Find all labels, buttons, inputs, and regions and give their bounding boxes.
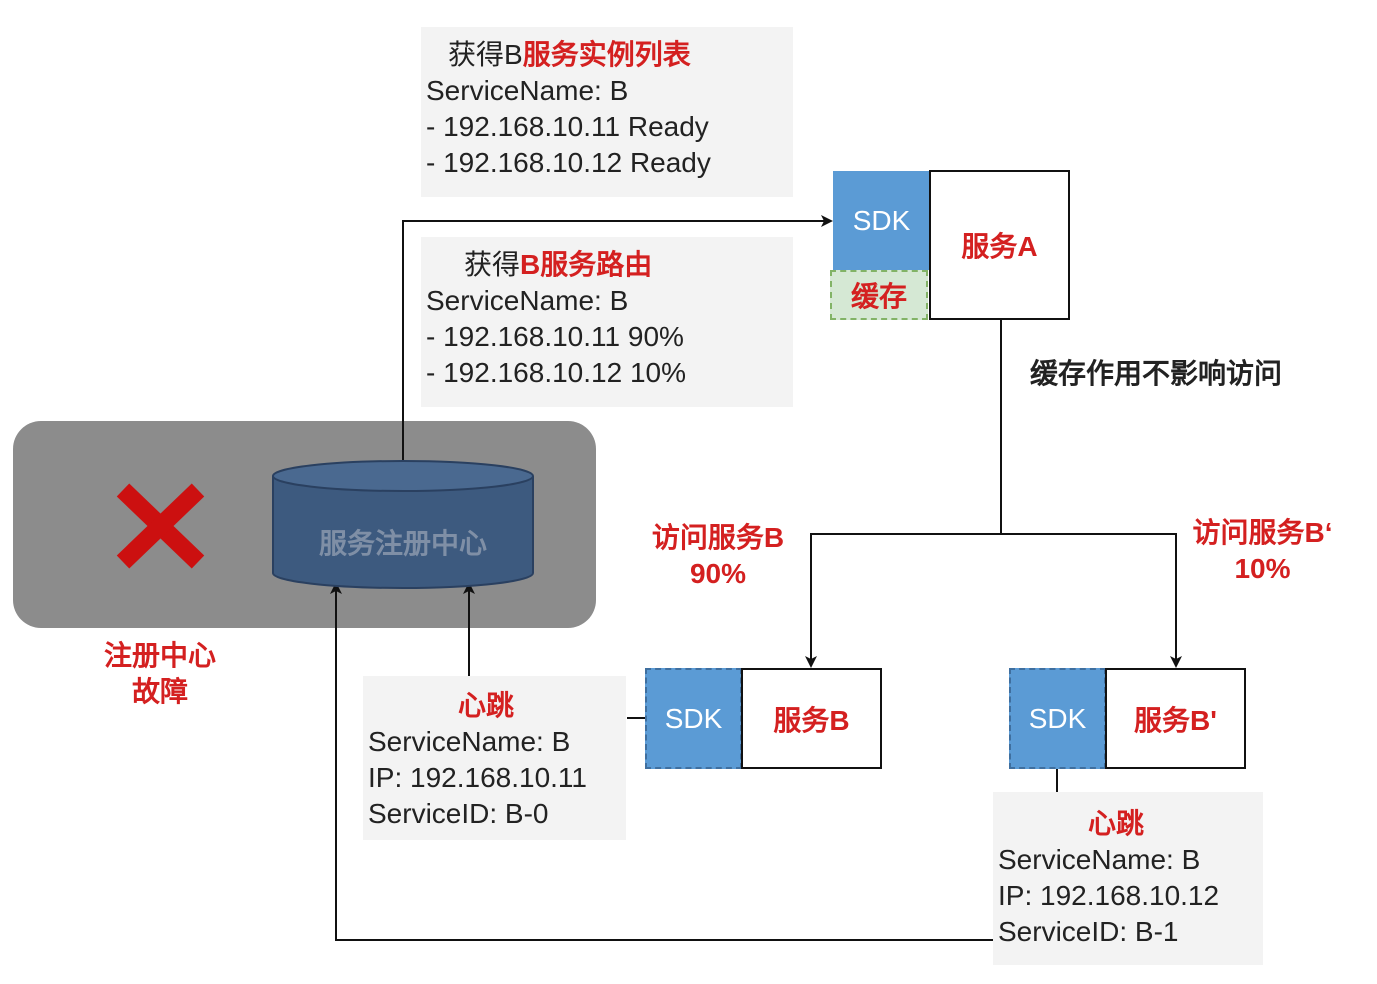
instance-list-note: 获得B服务实例列表 ServiceName: B - 192.168.10.11… xyxy=(421,27,793,197)
heartbeat-b2-note: 心跳 ServiceName: B IP: 192.168.10.12 Serv… xyxy=(993,792,1263,965)
heartbeat-b-line: IP: 192.168.10.11 xyxy=(368,762,587,793)
route-highlight: B服务路由 xyxy=(520,249,653,280)
fault-label-line1: 注册中心 xyxy=(103,640,216,671)
access-b-line2: 90% xyxy=(689,558,747,589)
fault-label-line2: 故障 xyxy=(131,676,188,707)
service-b-box: 服务B xyxy=(741,668,882,769)
cross-mark-icon xyxy=(116,483,205,569)
route-note: 获得B服务路由 ServiceName: B - 192.168.10.11 9… xyxy=(421,237,793,407)
service-a-cache: 缓存 xyxy=(830,270,928,320)
instance-list-highlight: 服务实例列表 xyxy=(522,39,691,70)
heartbeat-b-line: ServiceName: B xyxy=(368,726,571,757)
instance-list-line: - 192.168.10.11 Ready xyxy=(426,111,709,142)
route-line: - 192.168.10.12 10% xyxy=(426,357,686,388)
heartbeat-b2-line: ServiceName: B xyxy=(998,844,1201,875)
registry-database-icon xyxy=(272,460,534,589)
cache-note: 缓存作用不影响访问 xyxy=(1030,358,1283,389)
route-line: ServiceName: B xyxy=(426,285,629,316)
registry-label: 服务注册中心 xyxy=(318,528,487,559)
service-b-sdk: SDK xyxy=(645,668,742,769)
heartbeat-b-title: 心跳 xyxy=(458,690,515,721)
heartbeat-b-line: ServiceID: B-0 xyxy=(368,798,549,829)
registry-to-service-a-arrow xyxy=(402,215,833,460)
access-b-label: 访问服务B 90% xyxy=(638,520,798,592)
heartbeat-b2-title: 心跳 xyxy=(1088,808,1145,839)
route-title: 获得B服务路由 xyxy=(426,247,793,283)
heartbeat-b2-arrow xyxy=(330,582,993,941)
instance-list-line: - 192.168.10.12 Ready xyxy=(426,147,711,178)
access-b2-line1: 访问服务B‘ xyxy=(1192,517,1333,548)
fault-label: 注册中心 故障 xyxy=(80,638,240,710)
to-service-b-arrow xyxy=(805,533,1001,668)
route-prefix: 获得 xyxy=(464,249,521,280)
heartbeat-b-note: 心跳 ServiceName: B IP: 192.168.10.11 Serv… xyxy=(363,676,626,840)
heartbeat-b2-line: ServiceID: B-1 xyxy=(998,916,1179,947)
access-b2-line2: 10% xyxy=(1234,553,1291,584)
route-line: - 192.168.10.11 90% xyxy=(426,321,684,352)
instance-list-prefix: 获得B xyxy=(448,39,523,70)
heartbeat-b2-line: IP: 192.168.10.12 xyxy=(998,880,1220,911)
access-b-line1: 访问服务B xyxy=(651,522,785,553)
service-b2-box: 服务B' xyxy=(1105,668,1246,769)
instance-list-title: 获得B服务实例列表 xyxy=(426,37,793,73)
service-b2-sdk: SDK xyxy=(1009,668,1106,769)
service-a-sdk: SDK xyxy=(833,171,930,270)
service-a-box: 服务A xyxy=(929,170,1070,320)
access-b2-label: 访问服务B‘ 10% xyxy=(1180,515,1345,587)
to-service-b2-arrow xyxy=(1001,533,1182,668)
instance-list-line: ServiceName: B xyxy=(426,75,629,106)
